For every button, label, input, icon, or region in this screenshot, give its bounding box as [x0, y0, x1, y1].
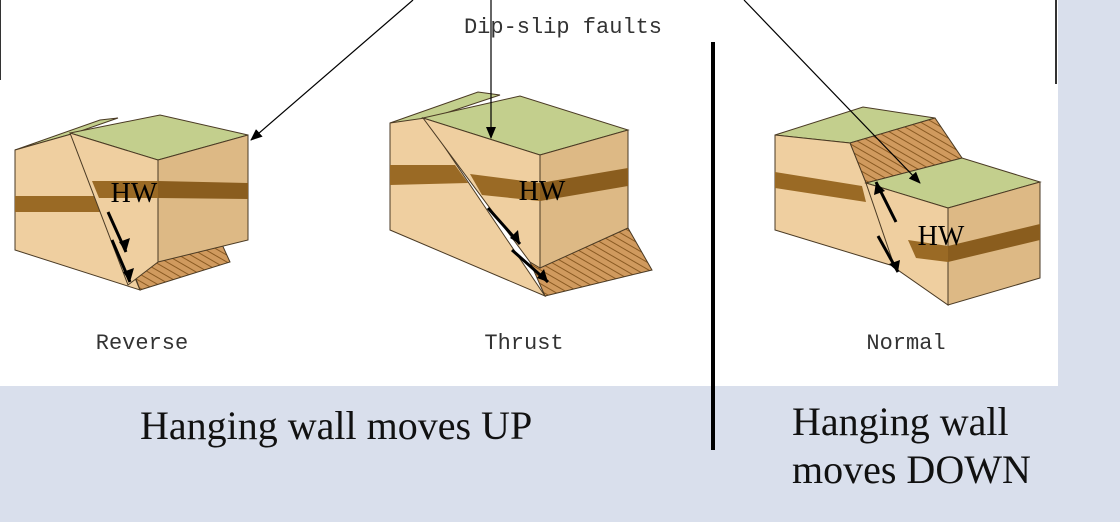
caption-hanging-wall-up: Hanging wall moves UP — [140, 403, 533, 448]
divider-line — [711, 42, 715, 450]
normal-label: Normal — [866, 331, 945, 356]
thrust-footwall — [389, 91, 653, 298]
normal-fault-block: HW Normal — [774, 106, 1042, 356]
caption-down-line-2: moves DOWN — [792, 447, 1031, 492]
reverse-footwall — [14, 117, 231, 291]
normal-hanging-wall — [864, 157, 1042, 306]
caption-hanging-wall-down: Hanging wall moves DOWN — [792, 398, 1031, 494]
reverse-hanging-wall — [69, 114, 249, 286]
thrust-hw-label: HW — [519, 176, 566, 207]
reverse-fault-block: HW Reverse — [14, 114, 249, 356]
fault-figure: Dip-slip faults HW Reverse — [0, 0, 1058, 386]
thrust-hanging-wall — [421, 95, 630, 269]
caption-down-line-1: Hanging wall — [792, 399, 1009, 444]
fault-diagram: Dip-slip faults HW Reverse — [0, 0, 1057, 356]
thrust-fault-block: HW Thrust — [389, 91, 653, 356]
reverse-hw-label: HW — [111, 178, 158, 209]
thrust-label: Thrust — [484, 331, 563, 356]
pointer-arrow-normal — [743, 0, 921, 184]
figure-title: Dip-slip faults — [464, 15, 662, 40]
normal-hw-label: HW — [918, 221, 965, 252]
pointer-arrow-reverse — [250, 0, 414, 141]
reverse-label: Reverse — [96, 331, 188, 356]
